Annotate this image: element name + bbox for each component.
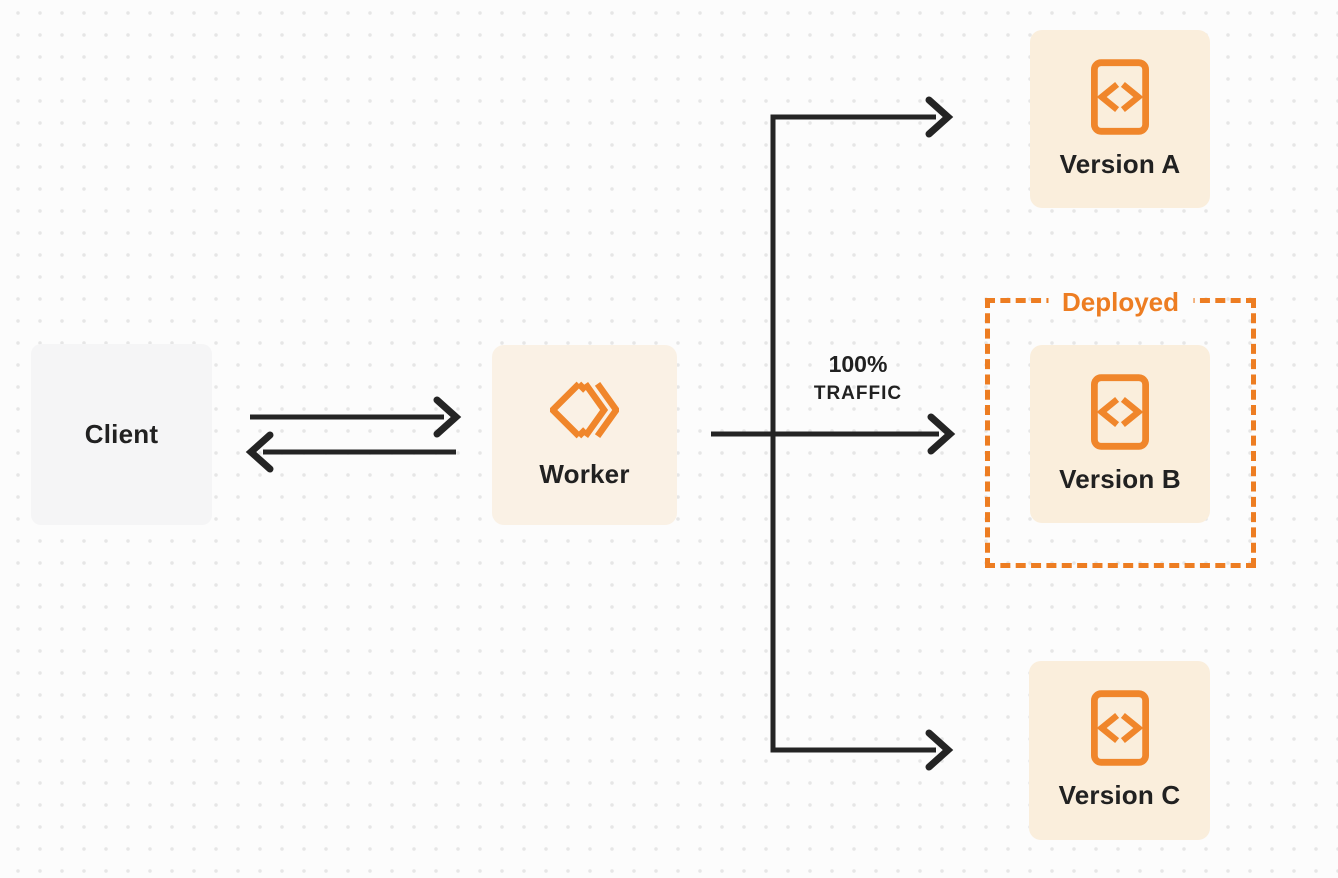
- version-b-label: Version B: [1059, 463, 1181, 494]
- arrow-to-version-c-head: [925, 729, 954, 771]
- client-node: Client: [31, 344, 212, 525]
- traffic-word-text: TRAFFIC: [813, 383, 903, 404]
- deployed-label: Deployed: [1047, 285, 1194, 319]
- arrow-client-to-worker-head: [433, 396, 462, 438]
- version-c-node: Version C: [1029, 661, 1210, 840]
- branch-trunk-line: [770, 114, 936, 753]
- version-a-label: Version A: [1059, 148, 1181, 179]
- code-file-icon: [1090, 690, 1149, 766]
- version-b-node: Version B: [1030, 345, 1210, 523]
- arrow-to-version-b-head: [927, 413, 956, 455]
- worker-label: Worker: [539, 458, 630, 489]
- code-file-icon: [1091, 58, 1149, 135]
- traffic-percent-text: 100%: [828, 351, 888, 377]
- worker-node: Worker: [492, 345, 677, 525]
- traffic-annotation: 100% TRAFFIC: [777, 350, 939, 408]
- workers-double-chevron-logo-icon: [550, 381, 619, 438]
- version-c-label: Version C: [1058, 780, 1181, 810]
- arrow-worker-to-client-head: [245, 431, 274, 473]
- arrow-to-version-a-head: [925, 96, 954, 138]
- version-a-node: Version A: [1030, 30, 1210, 208]
- code-file-icon: [1091, 373, 1149, 450]
- deployed-group-outline: Deployed: [985, 285, 1256, 568]
- client-label: Client: [84, 419, 159, 449]
